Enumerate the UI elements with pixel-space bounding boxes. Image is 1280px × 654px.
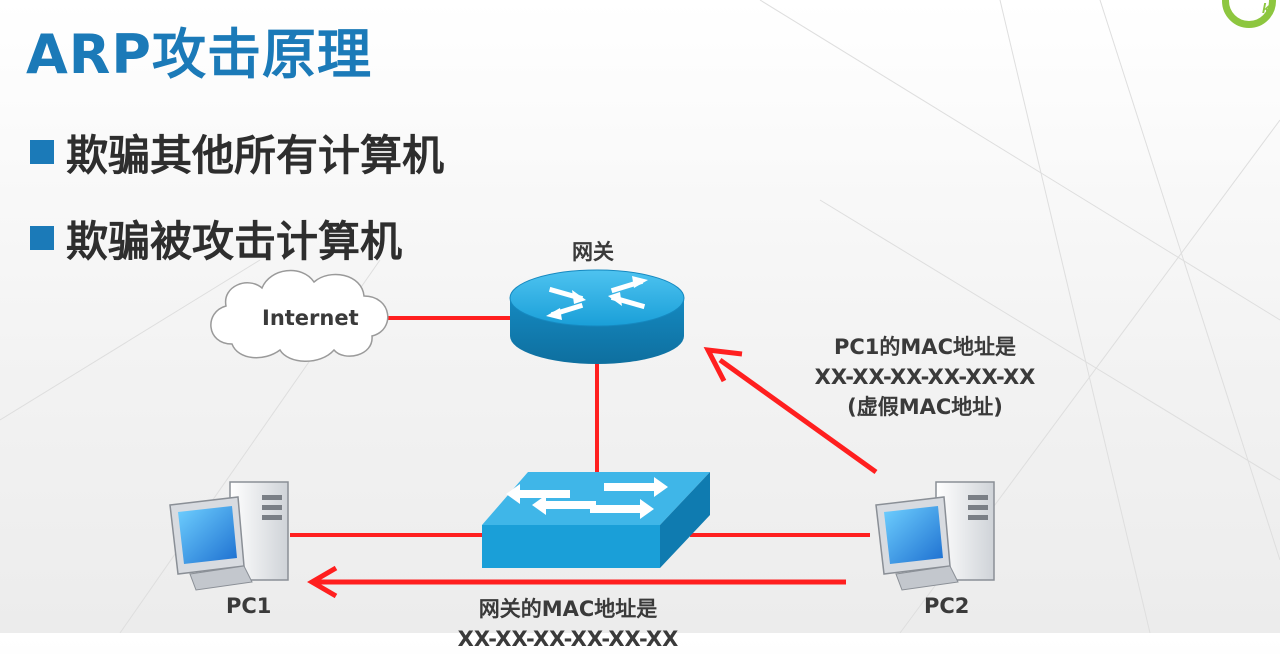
message-line: PC1的MAC地址是 bbox=[834, 335, 1016, 359]
message-line: (虚假MAC地址) bbox=[847, 395, 1003, 419]
spoof-arrow-to-gateway bbox=[703, 346, 878, 475]
bullet-item: 欺骗其他所有计算机 bbox=[30, 122, 444, 182]
pc1-label: PC1 bbox=[226, 594, 272, 618]
logo-icon bbox=[1222, 0, 1276, 28]
bullet-text: 欺骗被攻击计算机 bbox=[66, 216, 403, 266]
bullet-item: 欺骗被攻击计算机 bbox=[30, 208, 402, 268]
pc2-computer-icon bbox=[875, 481, 995, 591]
pc1-computer-icon bbox=[169, 481, 289, 591]
spoof-arrow-to-pc1 bbox=[307, 565, 846, 599]
spoof-message-pc1: 网关的MAC地址是 XX-XX-XX-XX-XX-XX bbox=[440, 594, 696, 654]
bullet-square-icon bbox=[30, 140, 54, 164]
link-lines bbox=[290, 316, 870, 537]
message-line: XX-XX-XX-XX-XX-XX bbox=[457, 627, 679, 651]
gateway-label: 网关 bbox=[572, 240, 614, 264]
network-diagram bbox=[169, 269, 995, 599]
bullet-text: 欺骗其他所有计算机 bbox=[66, 130, 445, 180]
message-line: XX-XX-XX-XX-XX-XX bbox=[814, 365, 1036, 389]
bullet-square-icon bbox=[30, 226, 54, 250]
logo-text: k bbox=[1262, 0, 1270, 16]
pc2-label: PC2 bbox=[924, 594, 970, 618]
router-icon bbox=[509, 269, 685, 364]
message-line: 网关的MAC地址是 bbox=[478, 597, 658, 621]
internet-label: Internet bbox=[262, 306, 359, 330]
slide-title: ARP攻击原理 bbox=[26, 23, 372, 86]
switch-icon bbox=[482, 472, 710, 568]
spoof-message-gateway: PC1的MAC地址是 XX-XX-XX-XX-XX-XX (虚假MAC地址) bbox=[800, 332, 1050, 422]
internet-cloud-icon bbox=[210, 269, 389, 362]
